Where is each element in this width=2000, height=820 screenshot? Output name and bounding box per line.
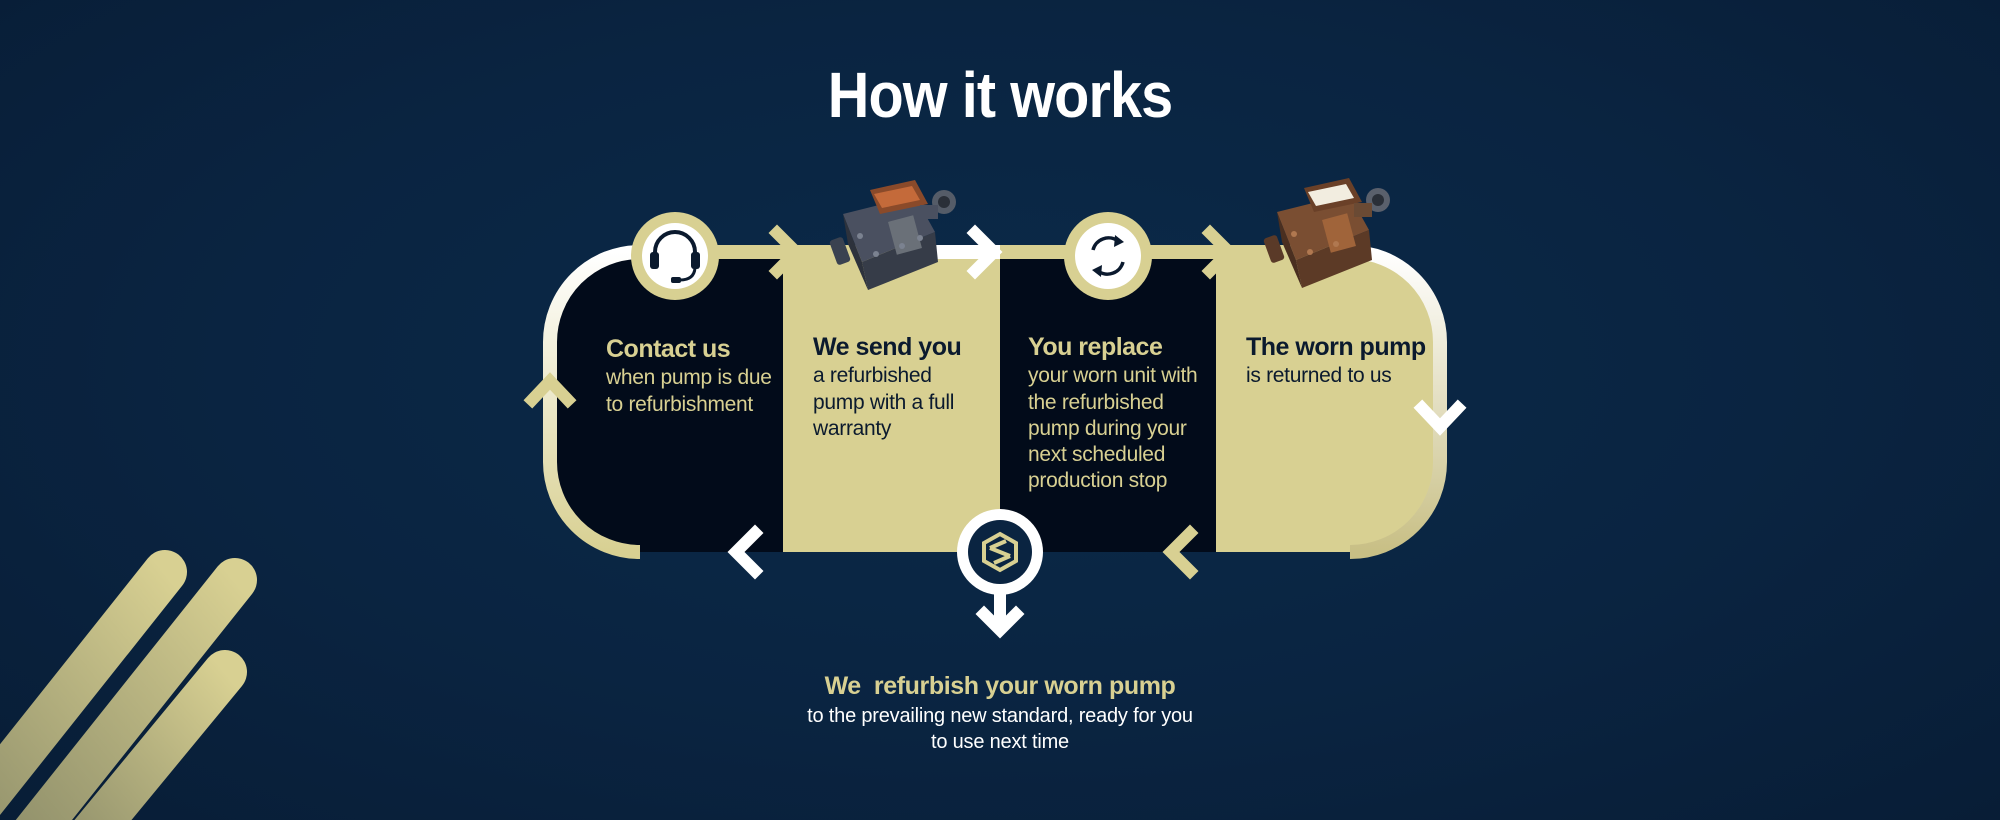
step-4-text: The worn pump is returned to us	[1246, 332, 1426, 390]
refurbish-description: to the prevailing new standard, ready fo…	[807, 705, 1193, 753]
step-3-description: your worn unit with the refurbished pump…	[1028, 364, 1198, 493]
step-3-title: You replace	[1028, 333, 1163, 361]
step-panel-2	[783, 252, 1000, 552]
flow-arrows	[523, 224, 1467, 580]
arrow-down-right	[1413, 399, 1467, 436]
step-3-text: You replace your worn unit with the refu…	[1028, 332, 1203, 495]
arrow-right-3	[1201, 224, 1238, 280]
arrow-right-1	[768, 224, 805, 280]
step-panel-3	[1000, 252, 1216, 552]
step-panel-1	[550, 252, 783, 552]
cycle-arrows-icon	[1064, 212, 1152, 300]
step-4-title: The worn pump	[1246, 333, 1426, 361]
arrow-left-bottom-left	[727, 524, 764, 580]
arrow-right-2	[966, 224, 1003, 280]
step-2-title: We send you	[813, 333, 962, 361]
refurbished-pump-image	[829, 180, 956, 290]
arrow-left-bottom-right	[1162, 524, 1199, 580]
refurbish-title: We refurbish your worn pump	[824, 672, 1176, 700]
step-2-text: We send you a refurbished pump with a fu…	[813, 332, 973, 442]
headset-icon	[631, 212, 719, 300]
company-logo-icon	[957, 509, 1043, 595]
decorative-stripes	[0, 550, 257, 820]
step-1-description: when pump is due to refurbishment	[606, 366, 772, 416]
arrow-up-left	[523, 372, 577, 409]
worn-pump-image	[1263, 178, 1390, 288]
down-connector	[975, 590, 1025, 639]
step-panel-4	[1216, 252, 1440, 552]
step-1-text: Contact us when pump is due to refurbish…	[606, 334, 774, 418]
step-1-title: Contact us	[606, 335, 731, 363]
refurbish-text: We refurbish your worn pump to the preva…	[700, 672, 1300, 755]
step-2-description: a refurbished pump with a full warranty	[813, 364, 955, 440]
step-4-description: is returned to us	[1246, 364, 1392, 388]
page-title: How it works	[827, 59, 1173, 131]
